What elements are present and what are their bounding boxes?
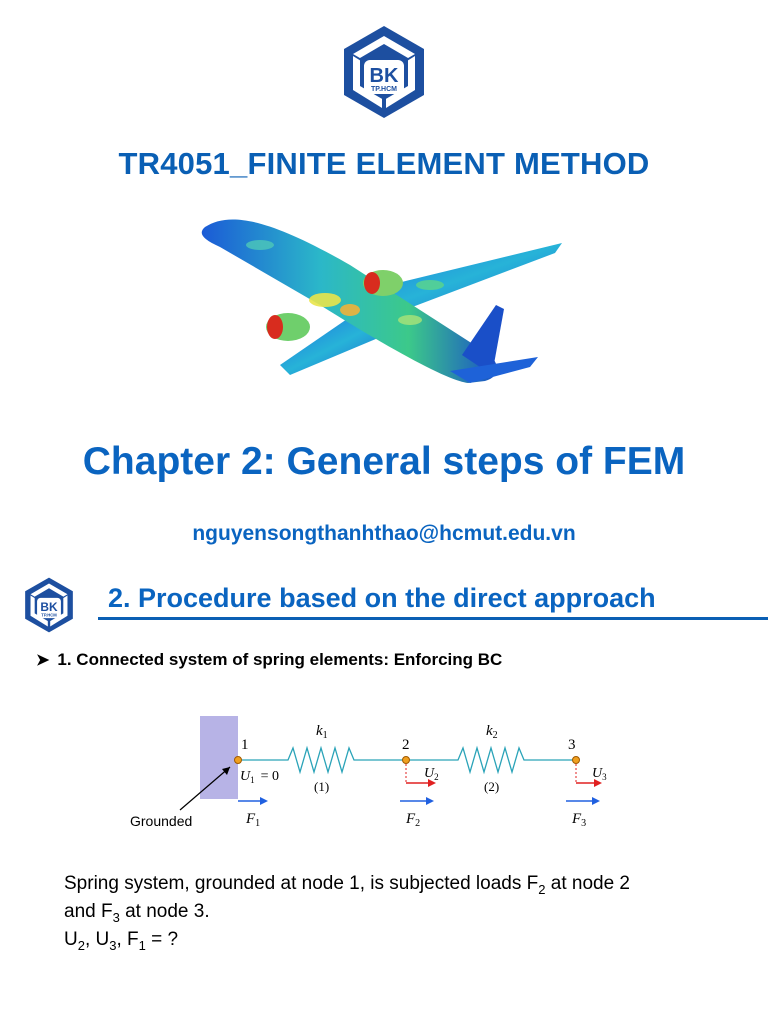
university-logo: BK TP.HCM [344,26,424,118]
element-label-1: (1) [314,779,329,794]
spring-k2-label: k2 [486,723,498,741]
grounded-label: Grounded [130,813,192,829]
section-logo-subtext: TP.HCM [41,612,57,617]
problem-line-1: Spring system, grounded at node 1, is su… [64,873,630,897]
email-address: nguyensongthanhthao@hcmut.edu.vn [192,522,576,545]
chapter-title: Chapter 2: General steps of FEM [82,440,686,483]
problem-line-2: and F3 at node 3. [64,900,210,925]
node-1 [234,756,242,764]
section-logo: BK TP.HCM [25,577,73,633]
f3-label: F3 [571,811,586,829]
grounded-pointer [179,766,231,811]
logo-subtext: TP.HCM [371,86,397,93]
u2-label: U2 [424,766,439,782]
course-title: TR4051_FINITE ELEMENT METHOD [118,146,650,181]
section-title: 2. Procedure based on the direct approac… [108,583,656,613]
node-label-1: 1 [241,737,249,753]
node-label-3: 3 [568,737,576,753]
section-logo-text: BK [40,600,58,614]
airplane-fem-image [201,219,562,383]
section-divider [98,617,768,620]
node-3 [572,756,580,764]
u1-label: U1= 0 [240,769,279,785]
element-label-2: (2) [484,779,499,794]
u3-label: U3 [592,766,607,782]
node-2 [402,756,410,764]
spring-system-figure: 1 2 3 k1 k2 (1) (2) U1= 0 U2 U3 F1 F2 F3… [130,716,607,829]
logo-text: BK [370,65,399,87]
problem-statement: Spring system, grounded at node 1, is su… [64,873,630,956]
bullet-item: ➤ 1. Connected system of spring elements:… [36,650,502,670]
arrow-bullet-icon: ➤ [36,652,50,669]
node-label-2: 2 [402,737,410,753]
problem-line-3: U2, U3, F1 = ? [64,928,179,953]
f1-label: F1 [245,811,260,829]
f2-label: F2 [405,811,420,829]
spring-k1-label: k1 [316,723,328,741]
bullet-text: 1. Connected system of spring elements: … [57,650,503,669]
ground-block [200,716,238,799]
